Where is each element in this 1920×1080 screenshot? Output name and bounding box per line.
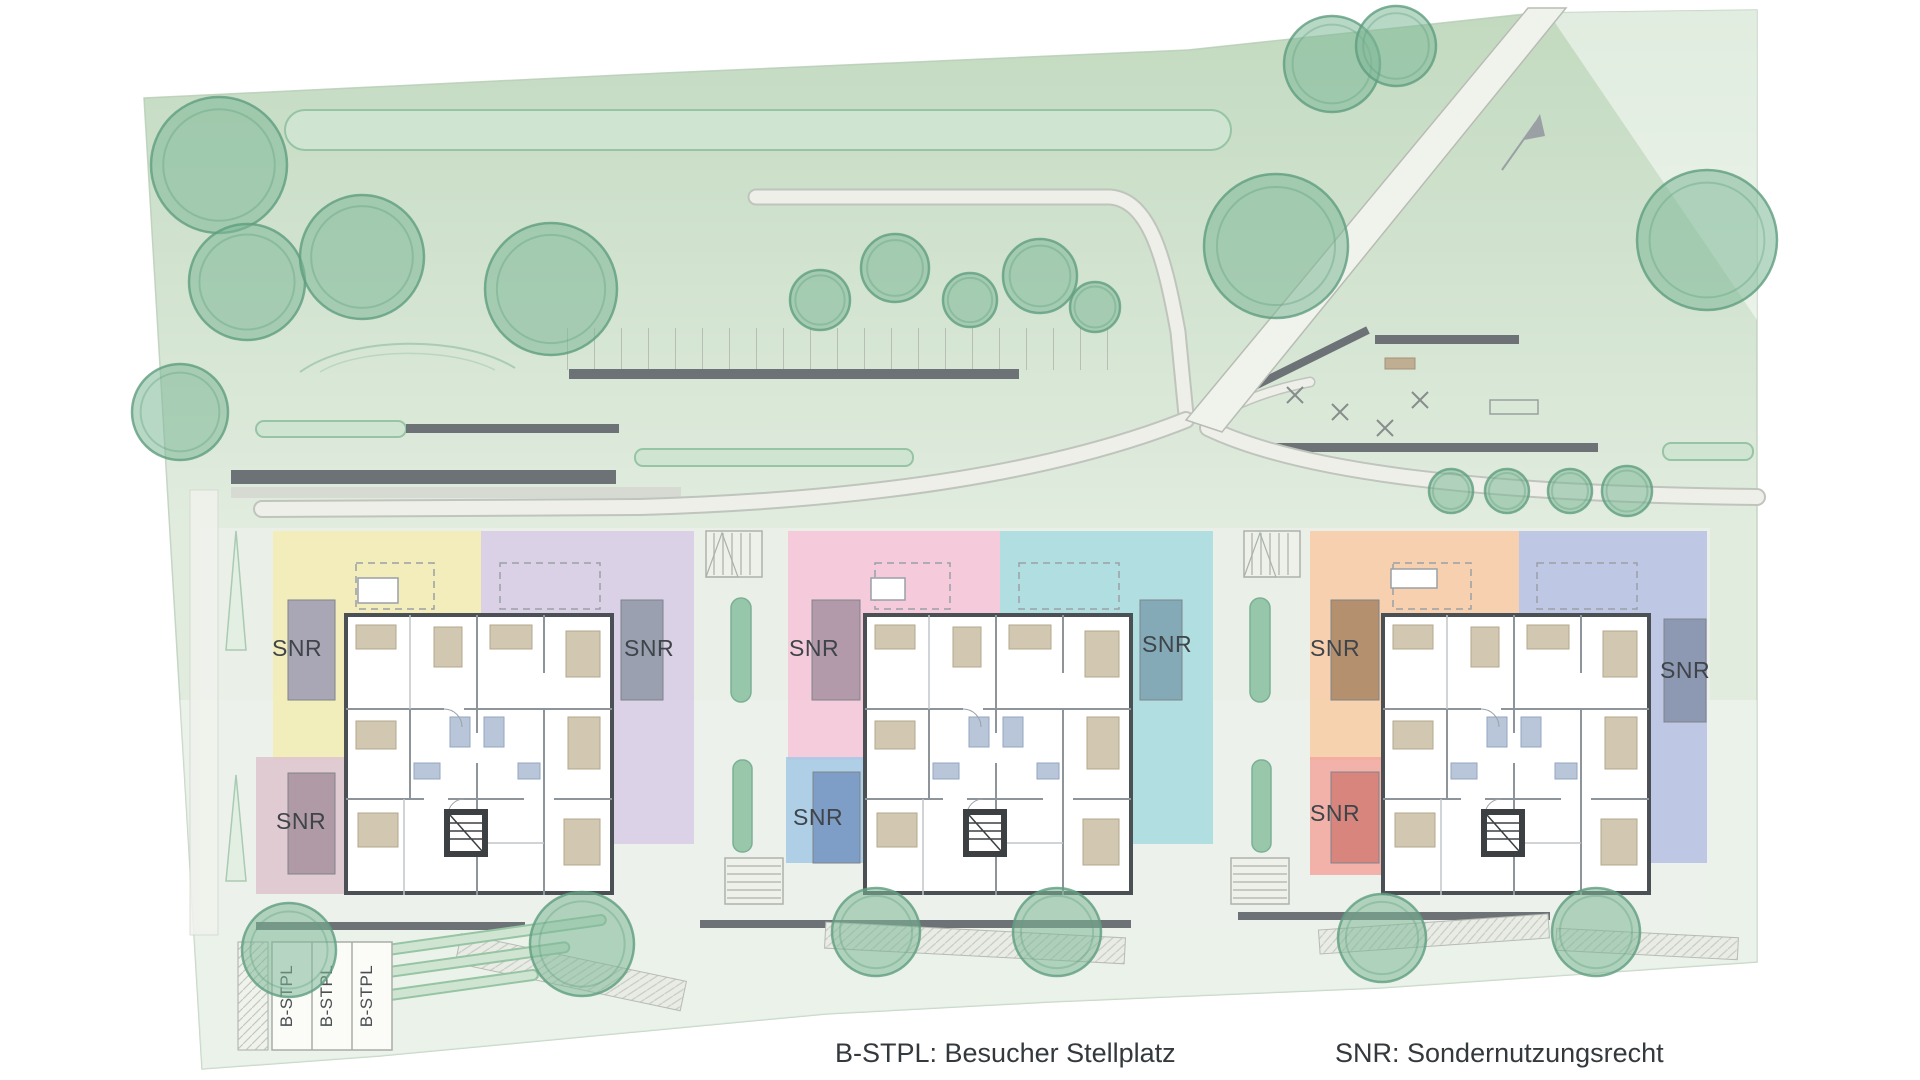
tree <box>483 221 619 357</box>
building-1-floorplan <box>344 613 614 895</box>
snr-box <box>1330 771 1380 864</box>
conifer-tree <box>225 530 247 651</box>
road-direction-arrow <box>1501 114 1545 171</box>
tree <box>1068 280 1122 334</box>
legend-bstpl: B-STPL: Besucher Stellplatz <box>835 1038 1176 1068</box>
building-2-floorplan <box>863 613 1133 895</box>
hedge-vertical <box>732 759 753 853</box>
tree <box>187 222 307 342</box>
tree <box>1600 464 1654 518</box>
snr-label: SNR <box>1310 800 1360 826</box>
snr-box <box>620 599 664 701</box>
hedge-vertical <box>730 597 752 703</box>
retaining-wall <box>1268 443 1598 452</box>
snr-label: SNR <box>276 808 326 834</box>
tree <box>941 271 999 329</box>
tree <box>1550 886 1642 978</box>
building-3-floorplan <box>1381 613 1651 895</box>
retaining-wall <box>256 922 525 930</box>
hedge-top-band <box>284 109 1232 151</box>
retaining-wall <box>569 369 1019 379</box>
bstpl-stall-label: B-STPL <box>357 965 376 1028</box>
snr-label: SNR <box>1660 657 1710 683</box>
hedge-vertical <box>1251 759 1272 853</box>
snr-box <box>1139 599 1183 701</box>
hedge-row <box>255 420 407 438</box>
balconies <box>355 562 1638 610</box>
tree <box>1635 168 1779 312</box>
stairs-top <box>705 530 763 578</box>
snr-boxes <box>287 599 1707 875</box>
tree <box>830 886 922 978</box>
tree <box>1483 467 1531 515</box>
tree <box>240 901 338 999</box>
tree <box>130 362 230 462</box>
tree <box>528 890 636 998</box>
retaining-wall <box>406 424 619 433</box>
mound-contour <box>299 342 516 373</box>
tree <box>1336 892 1428 984</box>
tree <box>1011 886 1103 978</box>
legend: B-STPL: Besucher Stellplatz SNR: Sondern… <box>835 1038 1664 1068</box>
snr-box <box>1663 618 1707 723</box>
tree <box>1202 172 1350 320</box>
tree <box>1354 4 1438 88</box>
snr-label: SNR <box>1142 631 1192 657</box>
stairs-bottom <box>1230 857 1290 905</box>
snr-label: SNR <box>793 804 843 830</box>
sandbox <box>1489 399 1539 415</box>
stairs-bottom <box>724 857 784 905</box>
tree <box>788 268 852 332</box>
left-access-strip <box>189 489 219 936</box>
snr-label: SNR <box>1310 635 1360 661</box>
stairs-top <box>1243 530 1301 578</box>
tree <box>298 193 426 321</box>
snr-box <box>811 599 861 701</box>
tree <box>1546 467 1594 515</box>
snr-label: SNR <box>624 635 674 661</box>
tree <box>1001 237 1079 315</box>
hedge-row <box>1662 442 1754 461</box>
legend-snr: SNR: Sondernutzungsrecht <box>1335 1038 1664 1068</box>
snr-label: SNR <box>789 635 839 661</box>
snr-box <box>1330 599 1380 701</box>
retaining-wall <box>1375 335 1519 344</box>
conifer-tree <box>225 774 247 882</box>
tree <box>859 232 931 304</box>
tree <box>1427 467 1475 515</box>
snr-labels: SNR SNR SNR SNR SNR SNR SNR SNR SNR <box>272 631 1710 834</box>
table-symbol <box>1384 357 1416 370</box>
hedge-row <box>634 448 914 467</box>
snr-box <box>287 599 336 701</box>
retaining-wall <box>231 470 616 484</box>
hedge-vertical <box>1249 597 1271 703</box>
snr-box <box>287 772 336 875</box>
snr-box <box>812 771 861 864</box>
parking-stall-marks <box>550 328 1131 370</box>
tree <box>149 95 289 235</box>
bench-symbols <box>1286 386 1429 437</box>
footpaths <box>253 188 1766 518</box>
trees-layer <box>130 4 1779 999</box>
snr-label: SNR <box>272 635 322 661</box>
